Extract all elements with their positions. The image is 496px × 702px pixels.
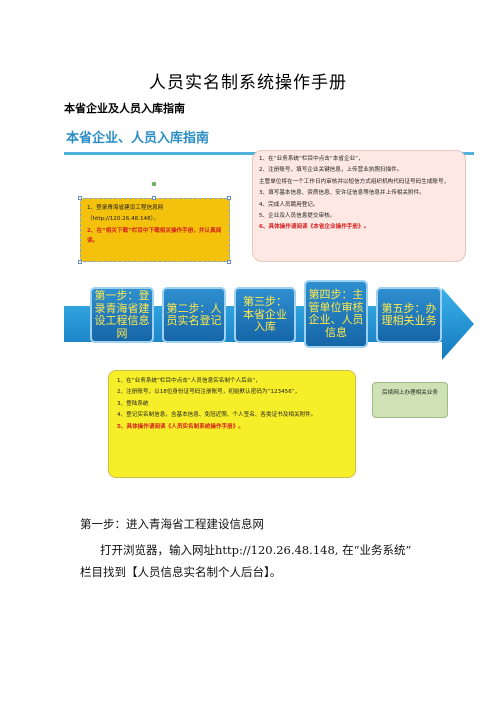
note-highlight-line: 6、具体操作请阅读《本省企业操作手册》。 — [259, 224, 370, 231]
step-4-box: 第四步：主管单位审核企业、人员信息 — [304, 280, 368, 348]
step-4-label: 第四步：主管单位审核企业、人员信息 — [308, 288, 364, 339]
step-2-label: 第二步：人员实名登记 — [166, 301, 222, 327]
resize-handle[interactable] — [227, 196, 231, 200]
flow-diagram-figure: 本省企业、人员入库指南 第一步：登录青海省建设工程信息网 第二步：人员实名登记 … — [64, 124, 474, 504]
note-highlight-line: 2、在“相关下载”栏目中下载相关操作手册，并认真阅读。 — [87, 227, 222, 244]
document-title: 人员实名制系统操作手册 — [149, 73, 347, 93]
step-5-label: 第五步：办理相关业务 — [381, 301, 437, 327]
yellow-callout-note-top[interactable]: 1、登录青海省建设工程信息网 （http://120.26.48.148）。 2… — [80, 198, 230, 262]
resize-handle[interactable] — [78, 196, 82, 200]
note-line: 2、注册账号，填写企业关键信息，上传营业执照扫描件。 — [259, 167, 403, 174]
section-heading: 本省企业及人员入库指南 — [64, 102, 185, 115]
note-line: 4、完成人员聘用登记。 — [259, 201, 319, 208]
note-line: 1、在“业务系统”栏目中点击“人员信息实名制个人后台”， — [117, 378, 261, 384]
note-line: 1、登录青海省建设工程信息网 — [87, 205, 164, 211]
step-3-label: 第三步：本省企业入库 — [243, 295, 287, 334]
note-highlight-line: 5、具体操作请阅读《人员实名制系统操作手册》。 — [117, 423, 244, 430]
note-line: 后续网上办理相关业务 — [382, 390, 438, 396]
paragraph-line: 打开浏览器，输入网址http://120.26.48.148, 在“业务系统” — [100, 543, 412, 557]
yellow-callout-note-bottom: 1、在“业务系统”栏目中点击“人员信息实名制个人后台”， 2、注册账号，以18位… — [108, 370, 356, 478]
step-2-box: 第二步：人员实名登记 — [162, 287, 226, 343]
note-line: 1、在“业务系统”栏目中点击“本省企业”， — [259, 156, 364, 162]
figure-header-title: 本省企业、人员入库指南 — [66, 131, 210, 146]
step-1-box: 第一步：登录青海省建设工程信息网 — [90, 287, 154, 343]
note-line: 4、登记实名制信息，含基本信息、免冠近照、个人签名、各类证书及相关附件。 — [117, 412, 317, 419]
note-line: （http://120.26.48.148）。 — [87, 216, 160, 223]
resize-handle[interactable] — [227, 260, 231, 264]
note-line: 3、填写基本信息、资质信息、安许证信息等信息并上传相关附件。 — [259, 190, 425, 197]
green-followup-note: 后续网上办理相关业务 — [372, 382, 448, 418]
resize-handle[interactable] — [78, 260, 82, 264]
rotate-handle[interactable] — [152, 182, 156, 186]
note-line: 2、注册账号，以18位身份证号码注册账号，初始默认密码为“123456”， — [117, 389, 301, 396]
step-3-box: 第三步：本省企业入库 — [234, 287, 296, 343]
paragraph-line: 栏目找到【人员信息实名制个人后台】。 — [80, 565, 282, 579]
step-1-label: 第一步：登录青海省建设工程信息网 — [94, 289, 150, 340]
step-5-box: 第五步：办理相关业务 — [376, 287, 442, 343]
note-line: 主管单位将在一个工作日内审核并以短信方式组织机构代码证号码生成账号， — [259, 178, 450, 185]
note-line: 5、企业及人员信息提交审核。 — [259, 213, 336, 220]
pink-callout-note: 1、在“业务系统”栏目中点击“本省企业”， 2、注册账号，填写企业关键信息，上传… — [252, 150, 466, 262]
resize-handle[interactable] — [152, 196, 156, 200]
step-heading: 第一步：进入青海省工程建设信息网 — [80, 517, 264, 531]
note-line: 3、登陆系统 — [117, 400, 149, 407]
